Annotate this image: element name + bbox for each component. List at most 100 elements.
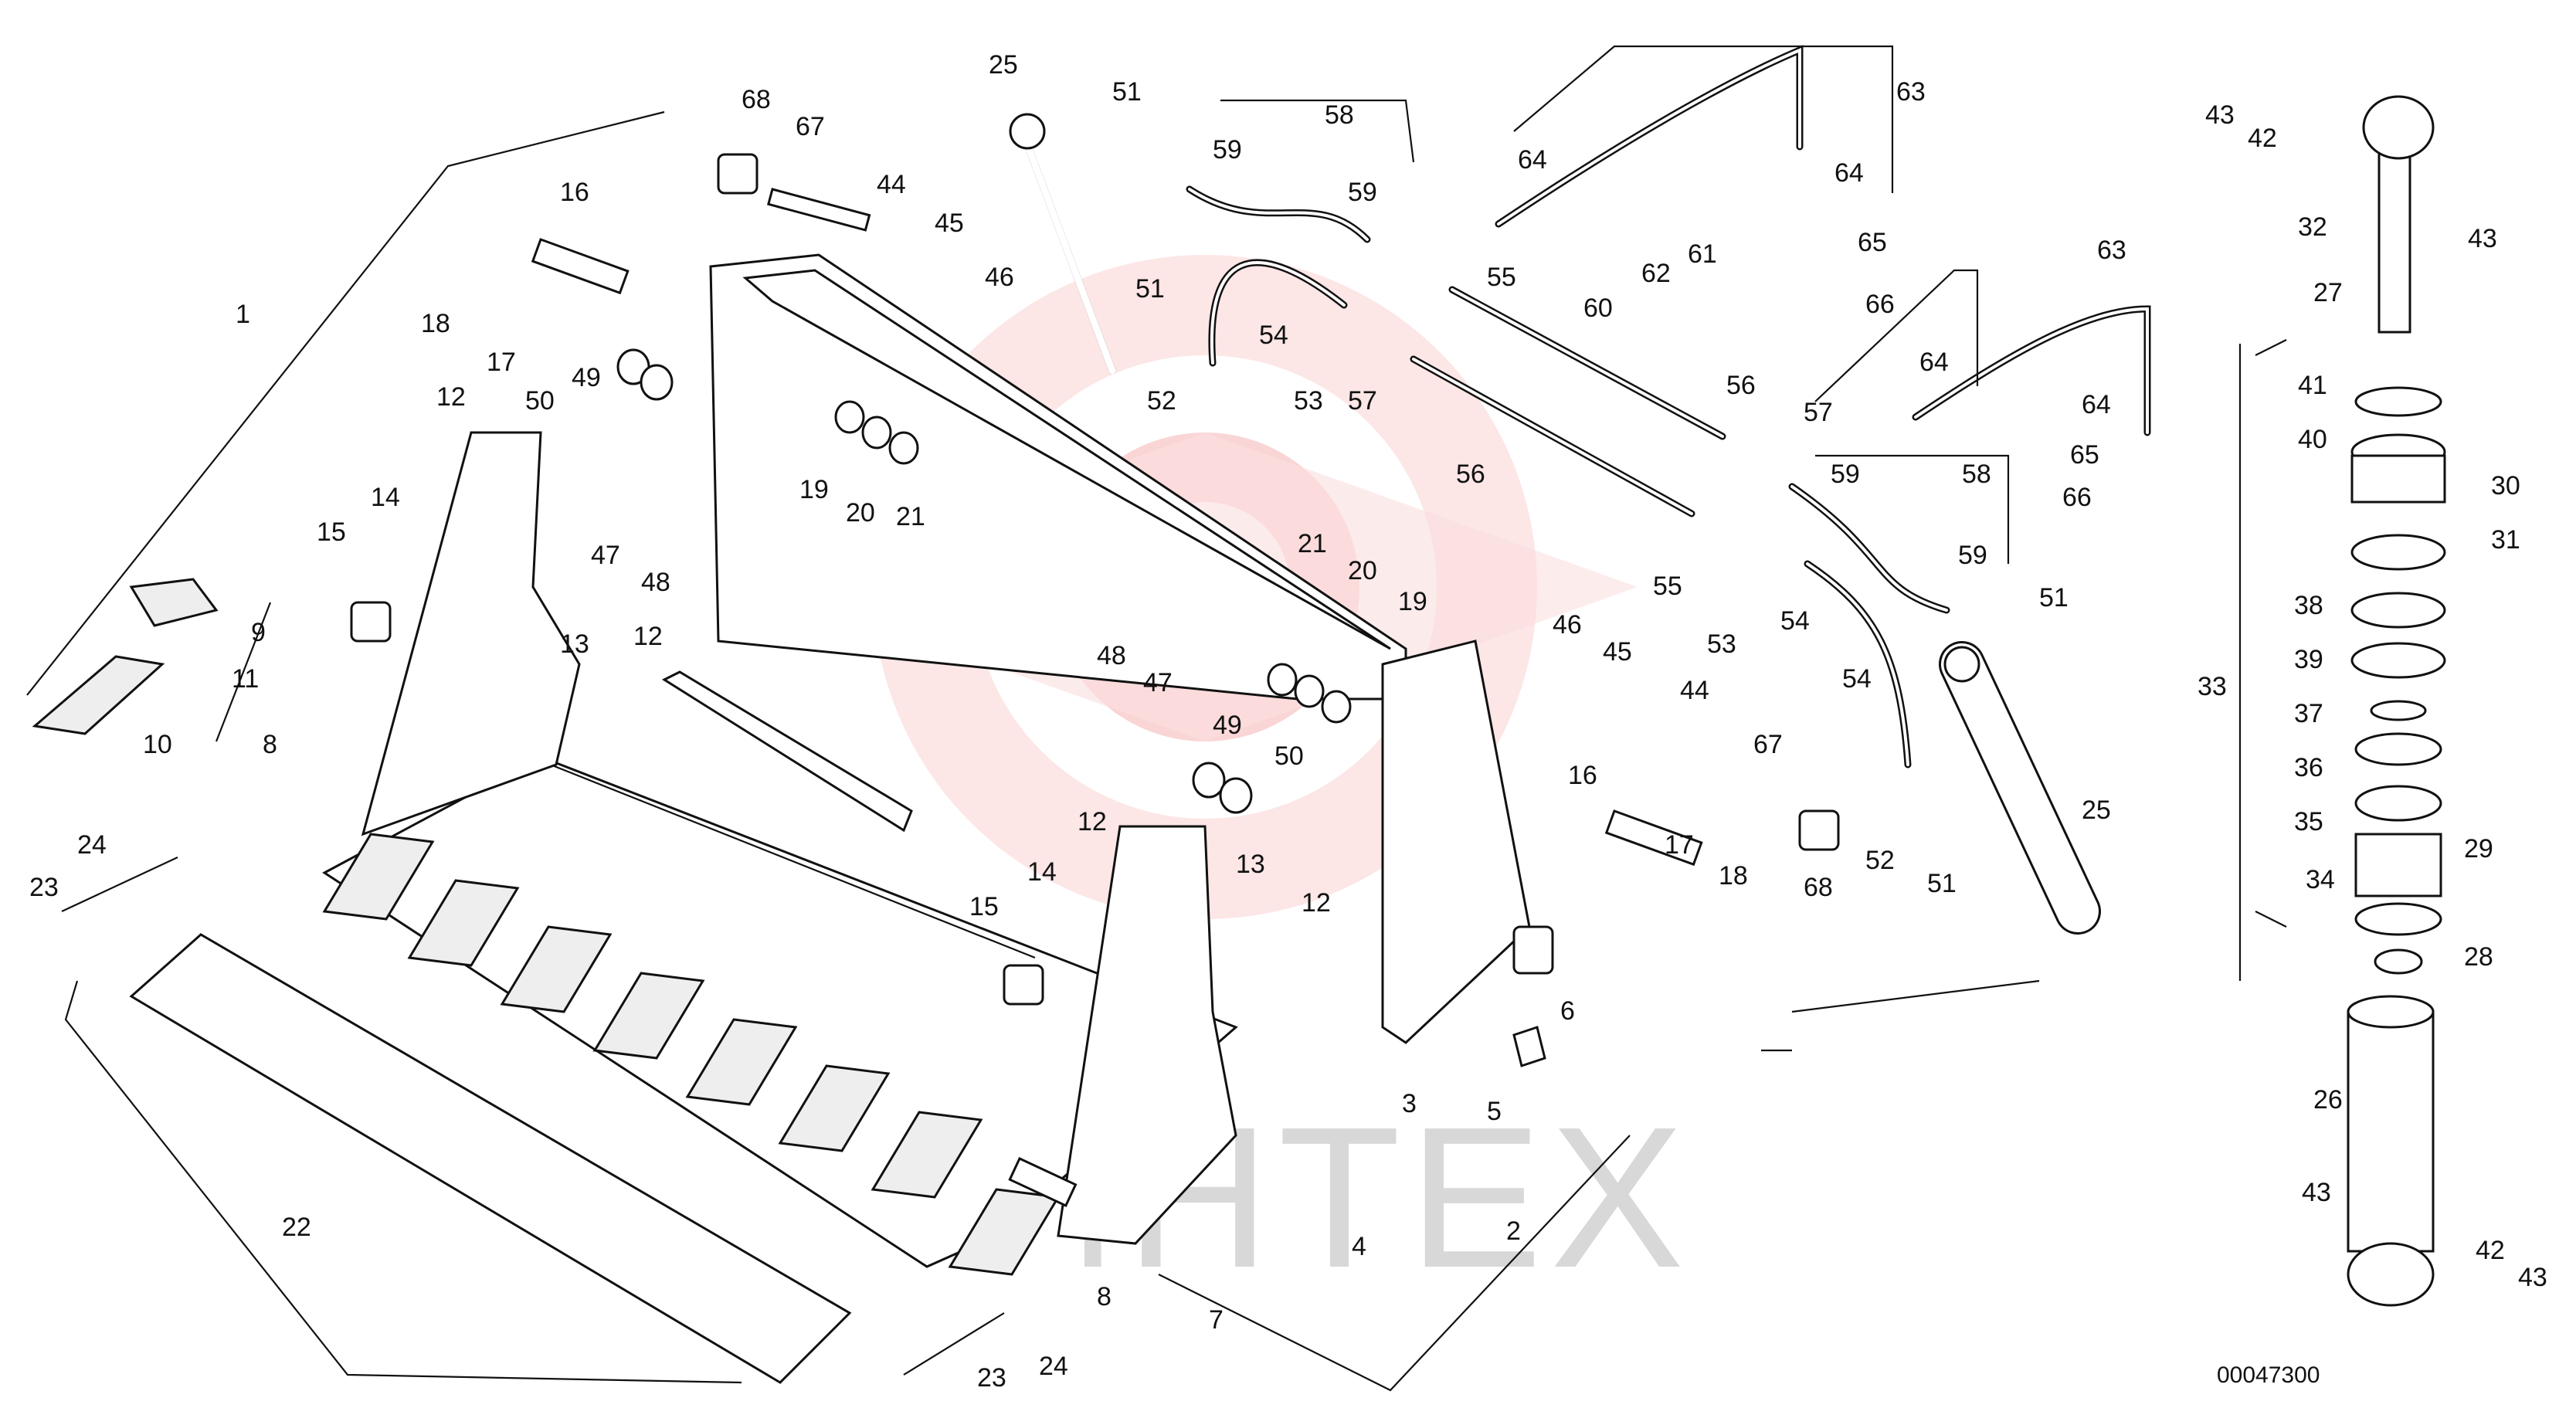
callout-12a: 12 bbox=[436, 382, 466, 412]
callout-37: 37 bbox=[2294, 699, 2323, 728]
callout-49a: 49 bbox=[572, 363, 601, 392]
callout-59b: 59 bbox=[1348, 178, 1377, 207]
callout-21a: 21 bbox=[896, 502, 925, 531]
callout-40: 40 bbox=[2298, 425, 2327, 454]
callout-23a: 23 bbox=[29, 873, 59, 902]
callout-24a: 24 bbox=[77, 830, 107, 860]
tooth-10 bbox=[32, 655, 165, 735]
callout-48b: 48 bbox=[1097, 641, 1126, 670]
callout-47a: 47 bbox=[591, 541, 620, 570]
callout-32: 32 bbox=[2298, 212, 2327, 242]
cylinder-right bbox=[1939, 641, 2101, 935]
callout-56b: 56 bbox=[1726, 371, 1756, 400]
callout-44a: 44 bbox=[877, 170, 906, 199]
callout-4: 4 bbox=[1352, 1232, 1366, 1261]
bucket-assembly bbox=[32, 253, 1531, 1384]
callout-16b: 16 bbox=[1568, 761, 1597, 790]
callout-54c: 54 bbox=[1842, 664, 1872, 694]
callout-35: 35 bbox=[2294, 807, 2323, 836]
callout-26: 26 bbox=[2313, 1085, 2343, 1115]
callout-25b: 25 bbox=[2082, 796, 2111, 825]
callout-47b: 47 bbox=[1143, 668, 1173, 697]
callout-22: 22 bbox=[282, 1213, 311, 1242]
callout-8b: 8 bbox=[1097, 1282, 1112, 1311]
callout-6: 6 bbox=[1560, 996, 1575, 1026]
callout-14a: 14 bbox=[371, 483, 400, 512]
bucket-teeth bbox=[322, 833, 1061, 1276]
callout-53b: 53 bbox=[1707, 629, 1736, 659]
callout-29: 29 bbox=[2464, 834, 2493, 863]
callout-9: 9 bbox=[251, 618, 266, 647]
callout-53a: 53 bbox=[1294, 386, 1323, 416]
callout-49b: 49 bbox=[1213, 711, 1242, 740]
callout-30: 30 bbox=[2491, 471, 2520, 500]
callout-17b: 17 bbox=[1665, 830, 1694, 860]
callout-25a: 25 bbox=[989, 50, 1018, 80]
callout-61: 61 bbox=[1688, 239, 1717, 269]
callout-12b: 12 bbox=[633, 622, 663, 651]
callout-39: 39 bbox=[2294, 645, 2323, 674]
leader-lines bbox=[26, 45, 2287, 1392]
callout-48a: 48 bbox=[641, 568, 670, 597]
hydraulic-hoses bbox=[1186, 45, 2151, 768]
small-parts bbox=[61, 153, 1840, 1376]
callout-18b: 18 bbox=[1719, 861, 1748, 891]
callout-59d: 59 bbox=[1958, 541, 1987, 570]
callout-51a: 51 bbox=[1112, 77, 1142, 107]
callout-59a: 59 bbox=[1213, 135, 1242, 165]
callout-31: 31 bbox=[2491, 525, 2520, 555]
callout-68a: 68 bbox=[742, 85, 771, 114]
callout-50b: 50 bbox=[1274, 741, 1304, 771]
callout-13a: 13 bbox=[560, 629, 589, 659]
callout-14b: 14 bbox=[1027, 857, 1057, 887]
callout-46b: 46 bbox=[1553, 610, 1582, 640]
callout-24b: 24 bbox=[1039, 1352, 1068, 1381]
callout-58a: 58 bbox=[1325, 100, 1354, 130]
bolt-on-edge bbox=[129, 933, 852, 1384]
callout-67a: 67 bbox=[796, 112, 825, 141]
callout-12c: 12 bbox=[1078, 807, 1107, 836]
callout-65b: 65 bbox=[2070, 440, 2099, 470]
callout-13b: 13 bbox=[1236, 850, 1265, 879]
callout-55b: 55 bbox=[1653, 572, 1682, 601]
callout-43b: 43 bbox=[2468, 224, 2497, 253]
diagram-reference-number: 00047300 bbox=[2217, 1362, 2320, 1388]
callout-46a: 46 bbox=[985, 263, 1014, 292]
callout-59c: 59 bbox=[1831, 460, 1860, 489]
callout-63a: 63 bbox=[1896, 77, 1926, 107]
callout-1: 1 bbox=[236, 300, 250, 329]
tooth-cap-9 bbox=[129, 578, 219, 627]
callout-15b: 15 bbox=[969, 892, 999, 921]
callout-51b: 51 bbox=[1135, 274, 1165, 304]
callout-34: 34 bbox=[2306, 865, 2335, 894]
callout-16a: 16 bbox=[560, 178, 589, 207]
callout-28: 28 bbox=[2464, 942, 2493, 972]
callout-12d: 12 bbox=[1302, 888, 1331, 918]
callout-64d: 64 bbox=[2082, 390, 2111, 419]
callout-36: 36 bbox=[2294, 753, 2323, 782]
callout-52a: 52 bbox=[1147, 386, 1176, 416]
callout-57b: 57 bbox=[1804, 398, 1833, 427]
cylinder-exploded bbox=[2347, 95, 2446, 1307]
callout-20b: 20 bbox=[1348, 556, 1377, 585]
callout-50a: 50 bbox=[525, 386, 555, 416]
callout-66b: 66 bbox=[2062, 483, 2092, 512]
callout-27: 27 bbox=[2313, 278, 2343, 307]
callout-65a: 65 bbox=[1858, 228, 1887, 257]
callout-33: 33 bbox=[2198, 672, 2227, 701]
callout-38: 38 bbox=[2294, 591, 2323, 620]
callout-51d: 51 bbox=[1927, 869, 1957, 898]
callout-54b: 54 bbox=[1780, 606, 1810, 636]
callout-66a: 66 bbox=[1865, 290, 1895, 319]
callout-51c: 51 bbox=[2039, 583, 2069, 612]
callout-41: 41 bbox=[2298, 371, 2327, 400]
callout-55a: 55 bbox=[1487, 263, 1516, 292]
callout-11: 11 bbox=[232, 664, 259, 694]
callout-44b: 44 bbox=[1680, 676, 1709, 705]
callout-62: 62 bbox=[1641, 259, 1671, 288]
callout-68b: 68 bbox=[1804, 873, 1833, 902]
callout-58b: 58 bbox=[1962, 460, 1991, 489]
callout-labels: 1 2 3 4 5 6 7 8 8 9 10 11 12 12 12 12 13… bbox=[29, 50, 2547, 1393]
callout-5: 5 bbox=[1487, 1097, 1502, 1126]
